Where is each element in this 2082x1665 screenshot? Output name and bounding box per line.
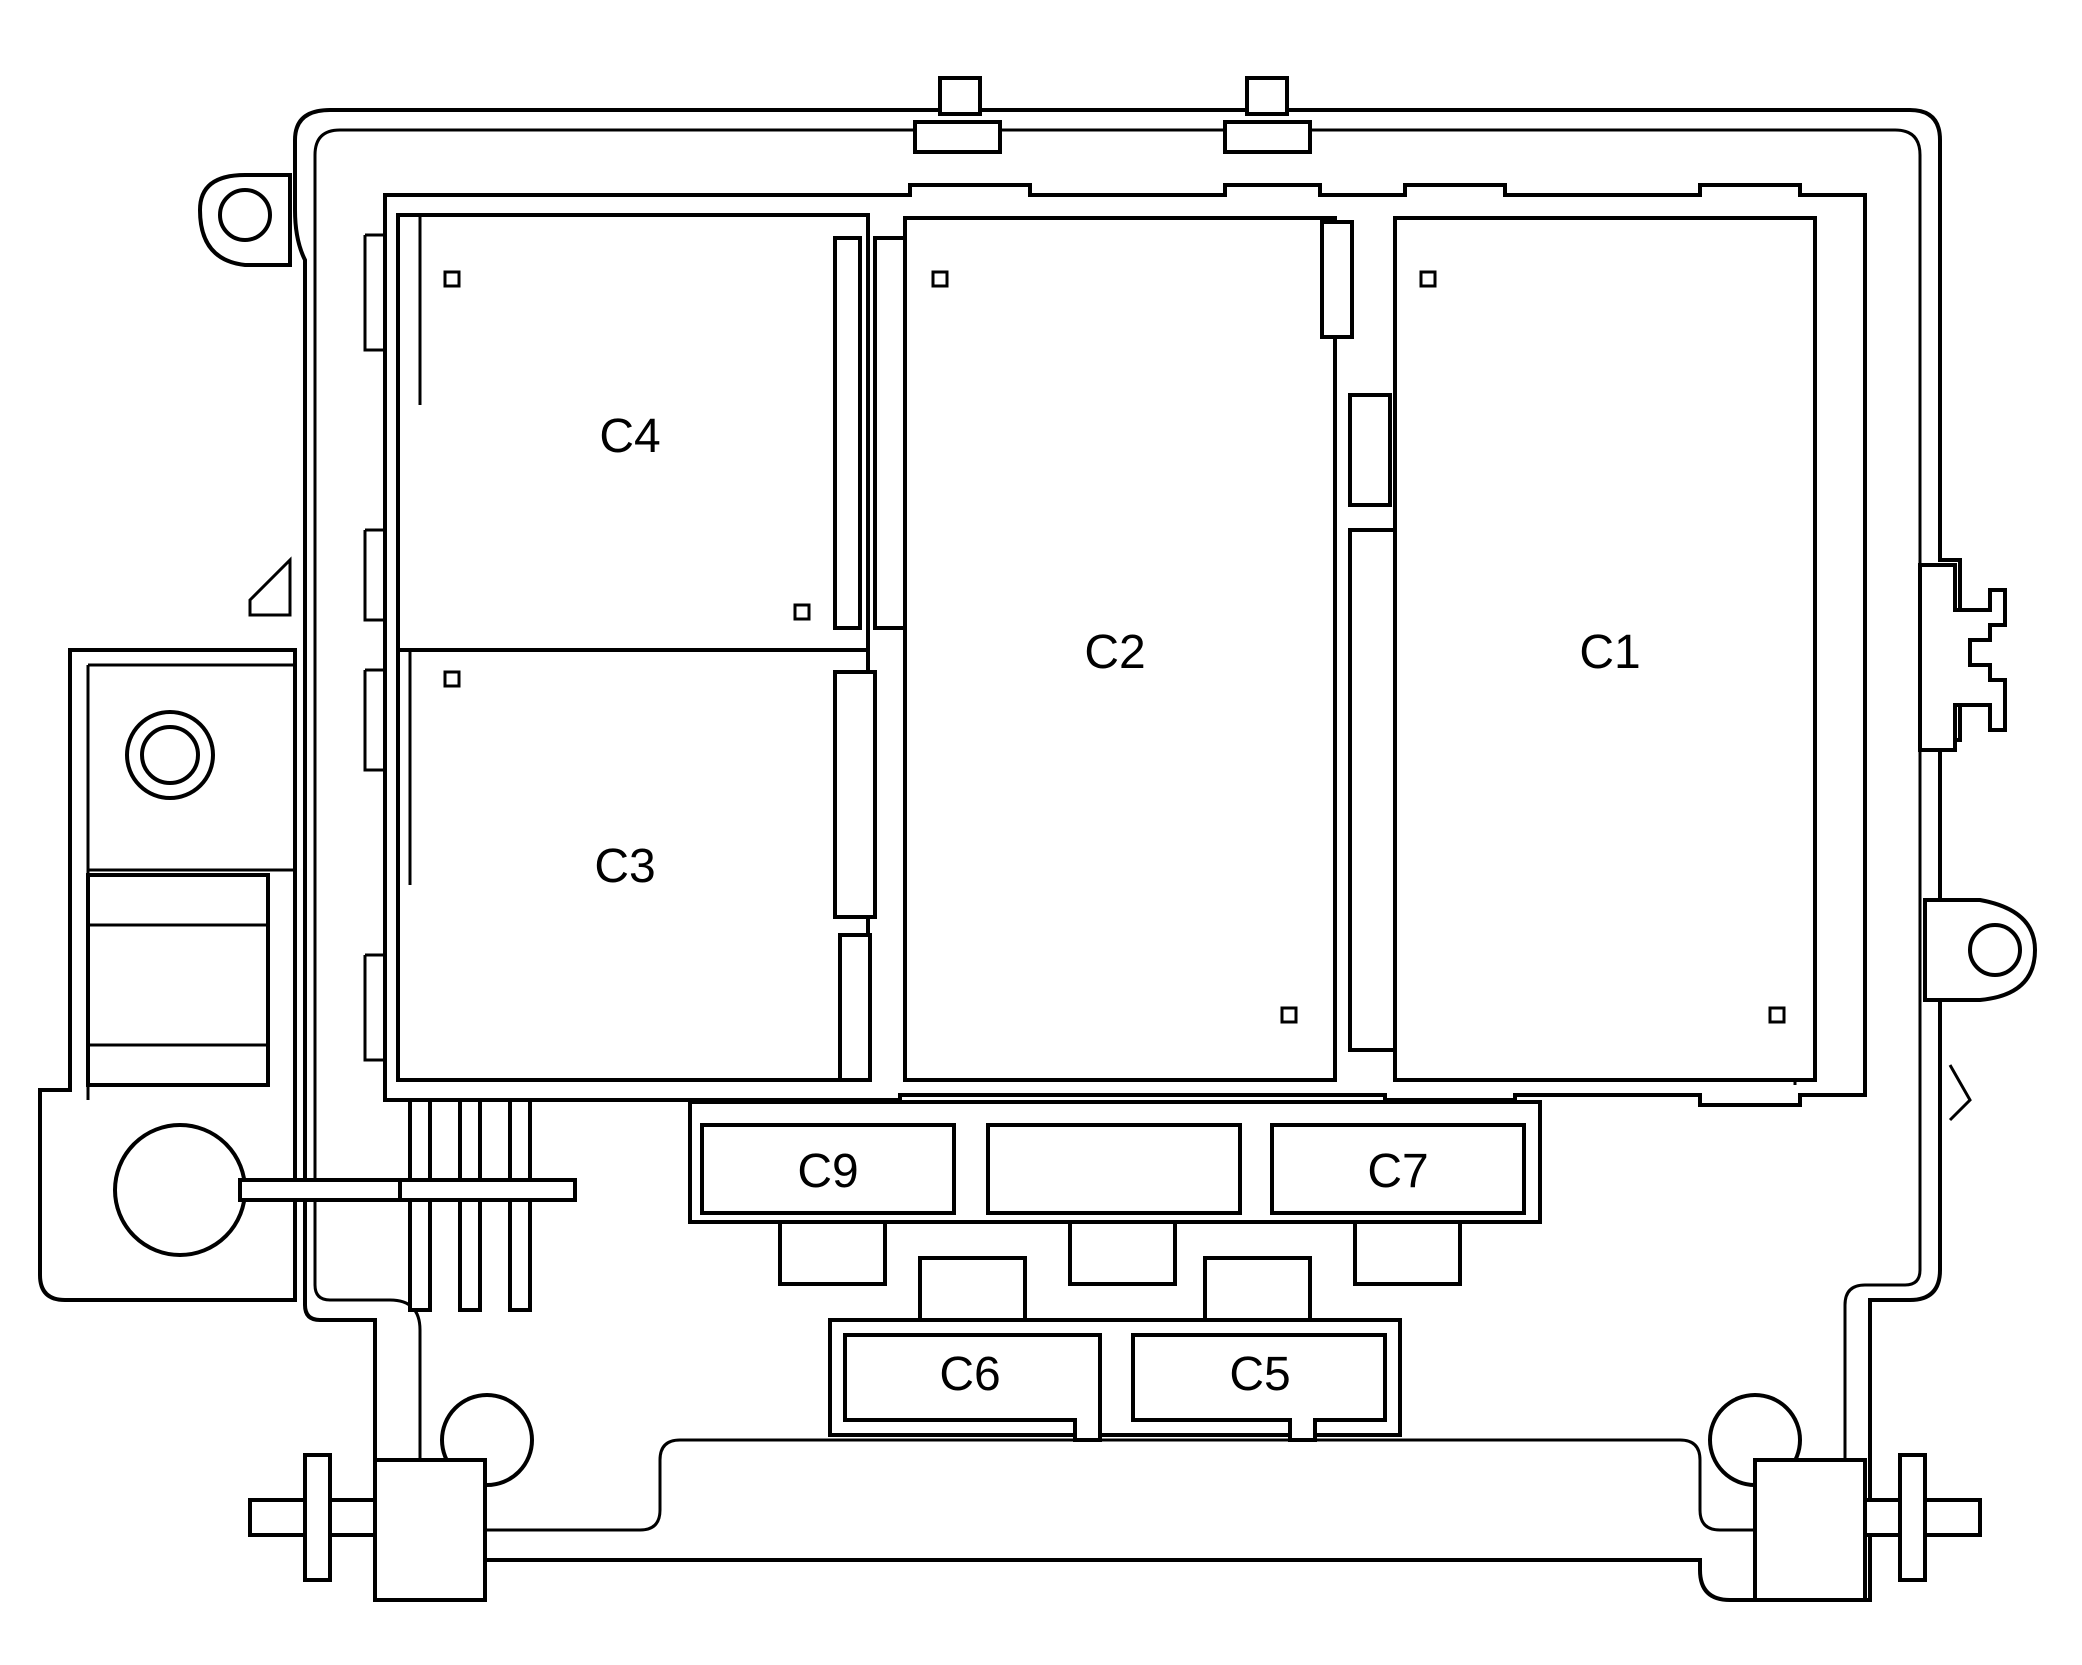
connector-c1[interactable]: C1: [1393, 216, 1817, 1082]
top-clip-right: [1223, 76, 1312, 154]
connector-label-c7: C7: [1367, 1145, 1428, 1198]
connector-label-c6: C6: [939, 1348, 1000, 1401]
latch-strip-c2-c1: [1320, 220, 1397, 1052]
connector-unlabeled-middle[interactable]: [986, 1123, 1242, 1215]
terminal-pins: [398, 1098, 577, 1312]
lower-connector-housing: [688, 1100, 1542, 1286]
connector-label-c5: C5: [1229, 1348, 1290, 1401]
connector-c2[interactable]: C2: [873, 216, 1337, 1082]
top-clip-left: [913, 76, 1002, 154]
connector-c4[interactable]: C4: [396, 213, 870, 652]
connector-label-c1: C1: [1579, 626, 1640, 679]
connector-c9[interactable]: C9: [700, 1123, 956, 1215]
connector-c7[interactable]: C7: [1270, 1123, 1526, 1215]
connector-label-c4: C4: [599, 410, 660, 463]
connector-label-c3: C3: [594, 840, 655, 893]
connector-c5[interactable]: C5: [1131, 1333, 1387, 1442]
bottom-connector-housing: [828, 1256, 1402, 1437]
mounting-ear-right: [1923, 898, 2038, 1002]
connector-c3[interactable]: C3: [396, 648, 877, 1082]
mounting-ear-top-left: [197, 173, 292, 267]
left-side-bracket: [38, 556, 432, 1302]
connector-c6[interactable]: C6: [843, 1333, 1102, 1442]
connector-label-c9: C9: [797, 1145, 858, 1198]
connector-label-c2: C2: [1084, 626, 1145, 679]
right-side-latch: [1918, 563, 2007, 1122]
stud-bottom-right: [1753, 1453, 1982, 1602]
stud-bottom-left: [248, 1453, 487, 1602]
